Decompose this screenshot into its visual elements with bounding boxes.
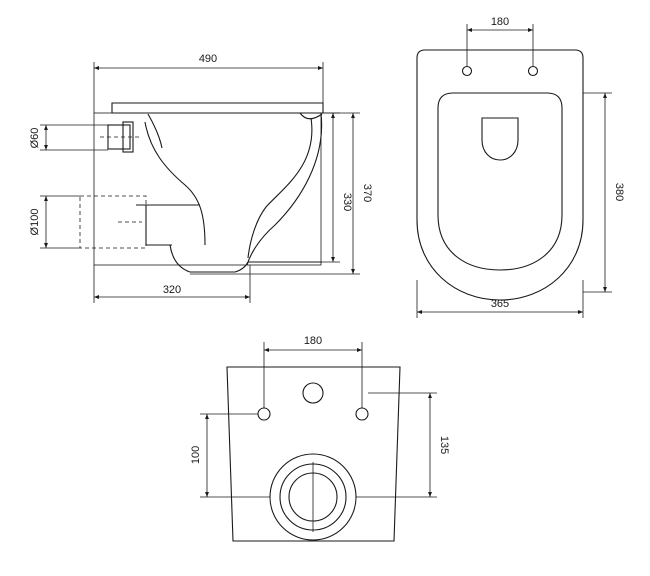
top-view: 180 380 365 xyxy=(416,16,625,318)
bowl-front-contour xyxy=(246,112,323,266)
trap-curve xyxy=(144,121,206,246)
dim-outlet-distance: 320 xyxy=(163,284,181,296)
fixing-hole-left xyxy=(461,65,473,77)
bowl-inner-contour xyxy=(247,117,313,259)
dim-outlet-height-rear: 135 xyxy=(438,436,450,454)
dim-hole-spacing-top: 180 xyxy=(491,16,509,28)
rear-outline xyxy=(226,366,401,542)
dim-total-height: 370 xyxy=(361,184,373,202)
seat-lid xyxy=(111,102,324,114)
dim-hole-to-outlet: 100 xyxy=(190,446,202,464)
bowl-base xyxy=(169,244,249,273)
water-area xyxy=(481,117,519,161)
outlet-flange xyxy=(136,204,172,246)
seat-lid-curve xyxy=(299,112,323,120)
dim-bowl-length: 380 xyxy=(613,183,625,201)
fixing-hole-right xyxy=(355,407,369,421)
rear-view: 180 100 135 xyxy=(190,335,450,542)
dim-outlet-diameter: Ø100 xyxy=(29,209,41,236)
rim-curve xyxy=(147,113,163,149)
inlet-pipe xyxy=(107,124,131,150)
fixing-hole-right xyxy=(527,65,539,77)
dim-width: 365 xyxy=(491,298,509,310)
outlet-pipe xyxy=(79,195,147,249)
dim-inlet-diameter: Ø60 xyxy=(29,128,41,149)
wall-outline xyxy=(93,112,322,266)
seat-outline xyxy=(416,49,584,301)
side-view: 490 Ø60 Ø100 320 330 370 xyxy=(29,53,373,303)
water-inlet xyxy=(302,382,324,404)
fixing-hole-left xyxy=(257,407,271,421)
dim-total-length: 490 xyxy=(199,53,217,65)
bowl-opening xyxy=(437,92,563,271)
dim-outlet-height: 330 xyxy=(341,193,353,211)
dim-hole-spacing-rear: 180 xyxy=(304,335,322,347)
